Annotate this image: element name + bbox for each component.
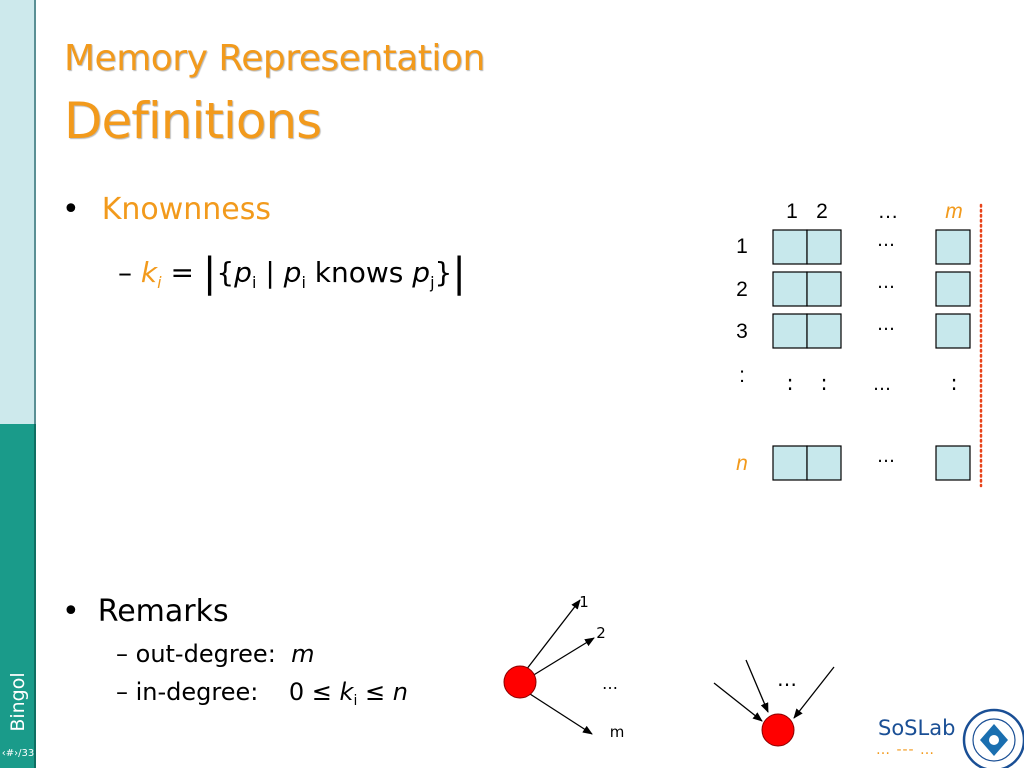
out-edge (525, 599, 581, 671)
formula-brace-open: { (216, 256, 235, 289)
knownness-formula: – ki = |{pi | pi knows pj}| (118, 250, 466, 296)
formula-equals: = (170, 256, 194, 289)
formula-knows: knows (314, 256, 404, 289)
matrix-ellipsis: … (877, 446, 895, 467)
target-node (761, 713, 795, 747)
out-degree-value: m (291, 640, 315, 668)
formula-p: p (283, 256, 302, 289)
formula-dash: – (118, 256, 132, 289)
leq-symbol: ≤ (364, 678, 386, 706)
matrix-ellipsis: … (877, 230, 895, 251)
bullet-dot: • (62, 594, 80, 629)
matrix-cell (935, 271, 971, 307)
page-number: ‹#›/33 (1, 748, 35, 759)
matrix-cell (772, 271, 808, 307)
formula-i-sub: i (301, 273, 306, 292)
matrix-col-label: … (878, 200, 899, 223)
out-degree-label: – out-degree: (116, 640, 276, 668)
matrix-col-label: 1 (786, 200, 798, 223)
bullet-dot: • (62, 192, 80, 227)
sidebar-bottom-band (0, 424, 36, 768)
matrix-colon: : (786, 371, 793, 395)
university-seal-icon (962, 708, 1024, 768)
matrix-ellipsis: … (877, 272, 895, 293)
out-edge (531, 637, 595, 677)
matrix-cell (806, 445, 842, 481)
out-degree-line: – out-degree: m (116, 640, 314, 668)
out-target-label: m (610, 723, 625, 741)
matrix-ellipsis: … (877, 314, 895, 335)
out-target-label: 2 (596, 624, 606, 642)
matrix-cell (772, 445, 808, 481)
slide-title: Memory Representation (64, 38, 485, 79)
matrix-ellipsis: … (873, 374, 891, 395)
matrix-colon: : (820, 371, 827, 395)
formula-i-sub: i (251, 273, 257, 292)
out-target-label: 1 (579, 593, 589, 611)
bullet-knownness-text: Knownness (101, 192, 272, 227)
formula-brace-close: } (434, 256, 453, 289)
bullet-remarks: • Remarks (62, 594, 229, 629)
in-edge (745, 659, 769, 713)
matrix-col-label: 2 (816, 200, 828, 223)
in-edge (793, 666, 835, 719)
soslab-logo-text: SoSLab (878, 716, 956, 740)
matrix-cell (806, 271, 842, 307)
matrix-col-label: m (945, 200, 963, 223)
in-degree-zero: 0 (288, 678, 305, 706)
source-node (503, 665, 537, 699)
matrix-row-label: n (736, 452, 748, 475)
formula-abs-close: | (452, 250, 466, 296)
matrix-cell (772, 313, 808, 349)
formula-p: p (234, 256, 252, 289)
in-degree-k: k (339, 678, 354, 706)
matrix-colon: : (950, 371, 957, 395)
matrix-row-label: 3 (736, 320, 748, 343)
in-edge (713, 682, 763, 722)
in-degree-graph (713, 659, 835, 722)
matrix-cells (772, 229, 971, 481)
matrix-cell (806, 229, 842, 265)
bullet-knownness: • Knownness (62, 192, 271, 227)
matrix-row-label: 1 (736, 235, 748, 258)
in-degree-label: – in-degree: (116, 678, 259, 706)
matrix-row-label: : (739, 364, 745, 387)
out-edge (529, 693, 593, 735)
bullet-remarks-text: Remarks (97, 594, 229, 629)
formula-p: p (412, 256, 431, 289)
formula-j-sub: j (430, 273, 435, 292)
matrix-cell (806, 313, 842, 349)
in-degree-n: n (392, 678, 408, 706)
sidebar-top-band (0, 0, 36, 424)
out-target-label: … (602, 674, 618, 693)
matrix-row-label: 2 (736, 278, 748, 301)
in-degree-i-sub: i (353, 693, 358, 709)
in-source-ellipsis: … (777, 667, 797, 691)
formula-separator: | (265, 256, 275, 289)
formula-k: ki (140, 256, 162, 292)
matrix-cell (935, 229, 971, 265)
formula-abs-open: | (202, 250, 217, 296)
leq-symbol: ≤ (311, 678, 332, 706)
in-degree-line: – in-degree: 0 ≤ ki ≤ n (116, 678, 408, 709)
matrix-cell (935, 445, 971, 481)
slide-subtitle: Definitions (64, 92, 322, 150)
matrix-cell (935, 313, 971, 349)
soslab-logo-dots: … --- … (876, 742, 936, 758)
out-degree-graph (525, 599, 595, 735)
matrix-cell (772, 229, 808, 265)
